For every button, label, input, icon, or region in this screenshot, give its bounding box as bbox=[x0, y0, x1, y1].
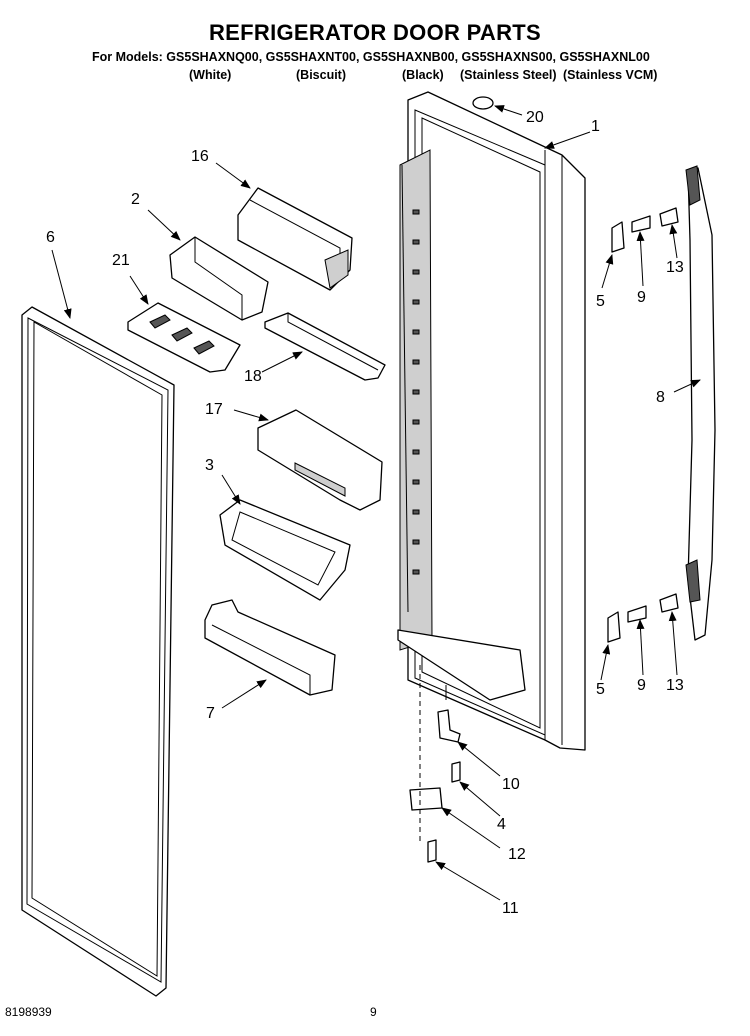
dairy-door bbox=[169, 236, 269, 321]
callout-10: 10 bbox=[502, 776, 520, 793]
hinge-screw bbox=[451, 761, 461, 783]
variant-label: (Black) bbox=[402, 68, 444, 82]
callout-9-upper: 9 bbox=[637, 289, 646, 306]
variant-label: (Stainless Steel) bbox=[460, 68, 557, 82]
variant-label: (Biscuit) bbox=[296, 68, 346, 82]
variant-label: (Stainless VCM) bbox=[563, 68, 658, 82]
door-bin bbox=[219, 499, 351, 601]
callout-leaders bbox=[51, 105, 701, 901]
shelf-trim bbox=[264, 312, 386, 381]
door-handle bbox=[685, 165, 716, 641]
hinge-pin bbox=[437, 709, 461, 743]
callout-9-lower: 9 bbox=[637, 677, 646, 694]
callout-4: 4 bbox=[497, 816, 506, 833]
lower-handle-hardware bbox=[607, 593, 679, 643]
callout-11: 11 bbox=[502, 900, 519, 917]
callout-6: 6 bbox=[46, 229, 55, 246]
top-bin bbox=[237, 187, 353, 291]
callout-21: 21 bbox=[112, 252, 130, 269]
page-title: REFRIGERATOR DOOR PARTS bbox=[208, 20, 542, 45]
document-number: 8198939 bbox=[5, 1005, 52, 1019]
callout-3: 3 bbox=[205, 457, 214, 474]
door-gasket bbox=[21, 306, 175, 997]
hinge-bracket bbox=[409, 787, 443, 811]
door-shelf bbox=[204, 599, 336, 696]
callout-16: 16 bbox=[191, 148, 209, 165]
callout-17: 17 bbox=[205, 401, 223, 418]
callout-2: 2 bbox=[131, 191, 140, 208]
callout-12: 12 bbox=[508, 846, 526, 863]
dairy-tray bbox=[127, 302, 241, 373]
callout-18: 18 bbox=[244, 368, 262, 385]
variant-label: (White) bbox=[189, 68, 232, 82]
callout-7: 7 bbox=[206, 705, 215, 722]
callout-5-upper: 5 bbox=[596, 293, 605, 310]
callout-8: 8 bbox=[656, 389, 665, 406]
page-number: 9 bbox=[370, 1005, 377, 1019]
hinge-bolt bbox=[427, 839, 437, 863]
callout-13-lower: 13 bbox=[666, 677, 684, 694]
models-line: For Models: GS5SHAXNQ00, GS5SHAXNT00, GS… bbox=[92, 50, 650, 64]
plug bbox=[472, 96, 494, 110]
callout-1: 1 bbox=[591, 118, 600, 135]
callout-13-upper: 13 bbox=[666, 259, 684, 276]
callout-5-lower: 5 bbox=[596, 681, 605, 698]
door-shelf-bin bbox=[257, 409, 383, 511]
callout-20: 20 bbox=[526, 109, 544, 126]
shelf-ladder-holes bbox=[412, 209, 420, 575]
upper-handle-hardware bbox=[611, 207, 679, 253]
door-assembly bbox=[397, 91, 586, 751]
